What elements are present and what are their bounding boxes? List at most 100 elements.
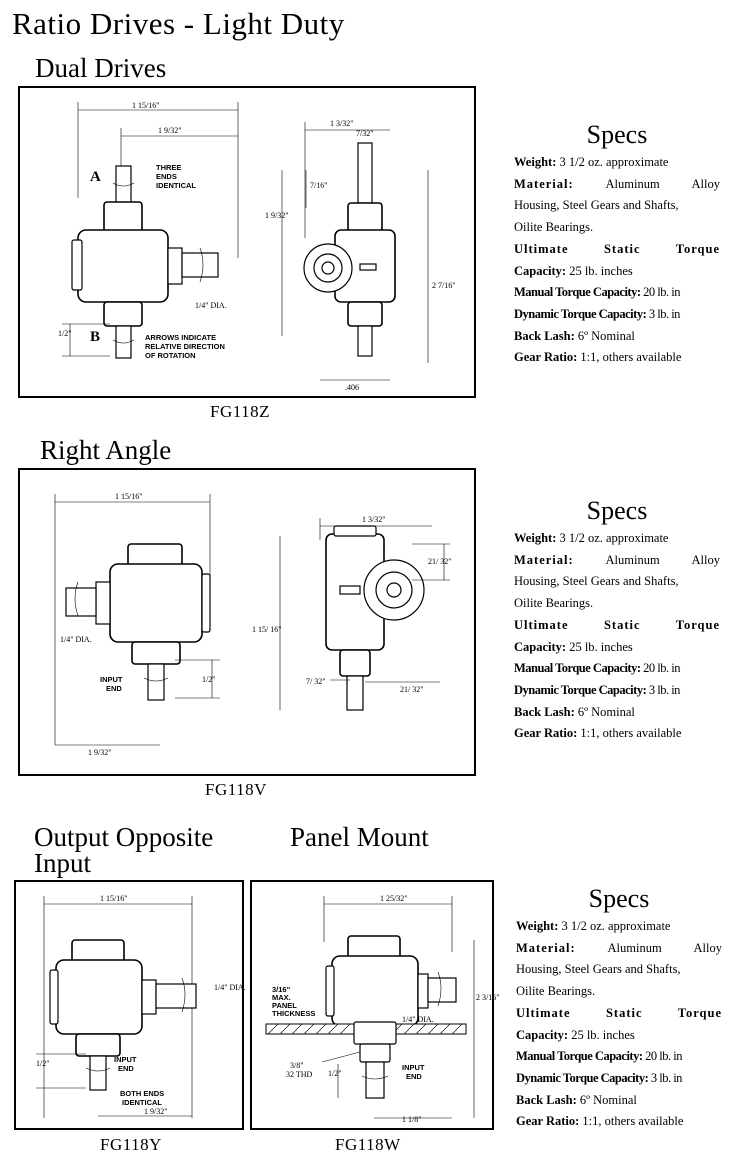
dim-side-732-ra: 7/ 32" xyxy=(306,677,326,686)
spec-dynamic: Dynamic Torque Capacity: 3 lb. in xyxy=(514,306,680,321)
spec-ultimate-ra: Ultimate Static Torque xyxy=(514,617,721,632)
spec-manual: Manual Torque Capacity: 20 lb. in xyxy=(514,285,680,300)
dim-bottom-ra: 1 9/32" xyxy=(88,748,112,757)
spec-backlash-oo: Back Lash: 6º Nominal xyxy=(516,1092,637,1107)
spec-material-3-ra: Oilite Bearings. xyxy=(514,596,594,611)
caption-dual: FG118Z xyxy=(210,402,270,421)
caption-output-opposite: FG118Y xyxy=(100,1135,162,1154)
dim-side-top: 1 3/32" xyxy=(330,119,354,128)
dim-thread-1-pm: 3/8" xyxy=(290,1061,304,1070)
spec-ultimate-oo: Ultimate Static Torque xyxy=(516,1005,723,1020)
panel-mount-drawing: 1 25/32" 2 3/16" 3/16" MAX. PANEL THICKN… xyxy=(265,894,500,1124)
spec-material: Material: Aluminum Alloy xyxy=(514,176,720,191)
note-input-1-pm: INPUT xyxy=(402,1063,425,1072)
spec-manual-oo: Manual Torque Capacity: 20 lb. in xyxy=(516,1049,682,1064)
drawing-panel-output-opposite: 1 15/16" 1/4" DIA. 1/2" INPUT END BOTH E… xyxy=(14,880,246,1130)
dim-half-pm: 1/2" xyxy=(328,1069,342,1078)
dim-side-left-ra: 1 15/ 16" xyxy=(252,625,282,634)
note-input-2-ra: END xyxy=(106,684,122,693)
note-three-2: ENDS xyxy=(156,172,177,181)
dim-overall-oo: 1 15/16" xyxy=(100,894,128,903)
caption-panel-mount: FG118W xyxy=(335,1135,401,1154)
spec-capacity-oo: Capacity: 25 lb. inches xyxy=(516,1027,635,1042)
dim-bottom-pm: 1 1/8" xyxy=(402,1115,422,1124)
dim-side-left: 1 9/32" xyxy=(265,211,289,220)
dim-side-bottom: .406 xyxy=(345,383,359,392)
spec-material-ra: Material: Aluminum Alloy xyxy=(514,552,720,567)
note-max-3-pm: PANEL xyxy=(272,1001,297,1010)
spec-ratio: Gear Ratio: 1:1, others available xyxy=(514,350,682,365)
dim-side-small: 7/32" xyxy=(356,129,374,138)
note-arrows-2: RELATIVE DIRECTION xyxy=(145,342,225,351)
dim-side-right: 2 7/16" xyxy=(432,281,456,290)
note-input-1-oo: INPUT xyxy=(114,1055,137,1064)
note-both-1-oo: BOTH ENDS xyxy=(120,1089,164,1098)
specs-block-dual: Specs Weight: 3 1/2 oz. approximate Mate… xyxy=(514,120,720,369)
note-both-2-oo: IDENTICAL xyxy=(122,1098,162,1107)
note-max-2-pm: MAX. xyxy=(272,993,291,1002)
section-title-panel-mount: Panel Mount xyxy=(290,822,429,852)
page-title: Ratio Drives - Light Duty xyxy=(12,6,345,41)
dim-side-2132-ra: 21/ 32" xyxy=(428,557,452,566)
drawing-panel-right-angle: 1 15/16" 1/4" DIA. INPUT END 1/2" 1 9/32… xyxy=(18,468,476,776)
dim-half: 1/2" xyxy=(58,329,72,338)
spec-material-oo: Material: Aluminum Alloy xyxy=(516,940,722,955)
spec-material-3: Oilite Bearings. xyxy=(514,220,594,235)
dim-top-pm: 1 25/32" xyxy=(380,894,408,903)
dual-drive-drawing: 1 15/16" 1 9/32" A B THREE ENDS IDENTICA… xyxy=(58,101,456,392)
spec-ratio-ra: Gear Ratio: 1:1, others available xyxy=(514,726,682,741)
note-arrows-1: ARROWS INDICATE xyxy=(145,333,216,342)
drawing-panel-dual-drives: 1 15/16" 1 9/32" A B THREE ENDS IDENTICA… xyxy=(18,86,476,398)
label-b: B xyxy=(90,329,100,345)
spec-ratio-oo: Gear Ratio: 1:1, others available xyxy=(516,1114,684,1129)
spec-weight-oo: Weight: 3 1/2 oz. approximate xyxy=(516,919,671,933)
spec-manual-ra: Manual Torque Capacity: 20 lb. in xyxy=(514,661,680,676)
caption-right-angle: FG118V xyxy=(205,780,267,799)
dim-side-716: 7/16" xyxy=(310,181,328,190)
spec-material-3-oo: Oilite Bearings. xyxy=(516,984,596,999)
dim-dia-pm: 1/4" DIA. xyxy=(402,1015,434,1024)
section-title-right-angle: Right Angle xyxy=(40,435,172,465)
note-input-2-oo: END xyxy=(118,1064,134,1073)
dim-shaft: 1 9/32" xyxy=(158,126,182,135)
note-input-2-pm: END xyxy=(406,1072,422,1081)
note-max-1-pm: 3/16" xyxy=(272,985,291,994)
spec-capacity-ra: Capacity: 25 lb. inches xyxy=(514,639,633,654)
note-three-3: IDENTICAL xyxy=(156,181,196,190)
specs-heading: Specs xyxy=(586,120,648,149)
drawing-panel-panel-mount: 1 25/32" 2 3/16" 3/16" MAX. PANEL THICKN… xyxy=(250,880,500,1130)
spec-ultimate: Ultimate Static Torque xyxy=(514,241,721,256)
spec-material-2-ra: Housing, Steel Gears and Shafts, xyxy=(514,574,679,589)
dim-thread-2-pm: 32 THD xyxy=(286,1070,313,1079)
spec-backlash: Back Lash: 6º Nominal xyxy=(514,328,635,343)
spec-dynamic-oo: Dynamic Torque Capacity: 3 lb. in xyxy=(516,1070,682,1085)
spec-dynamic-ra: Dynamic Torque Capacity: 3 lb. in xyxy=(514,682,680,697)
right-angle-drawing: 1 15/16" 1/4" DIA. INPUT END 1/2" 1 9/32… xyxy=(54,492,452,757)
spec-weight: Weight: 3 1/2 oz. approximate xyxy=(514,155,669,169)
note-three-1: THREE xyxy=(156,163,181,172)
note-max-4-pm: THICKNESS xyxy=(272,1009,315,1018)
spec-backlash-ra: Back Lash: 6º Nominal xyxy=(514,704,635,719)
note-input-1-ra: INPUT xyxy=(100,675,123,684)
spec-material-2: Housing, Steel Gears and Shafts, xyxy=(514,198,679,213)
dim-bottom-oo: 1 9/32" xyxy=(144,1107,168,1116)
dim-half-ra: 1/2" xyxy=(202,675,216,684)
dim-dia: 1/4" DIA. xyxy=(195,301,227,310)
dim-right-pm: 2 3/16" xyxy=(476,993,500,1002)
section-title-dual-drives: Dual Drives xyxy=(35,53,167,83)
output-opposite-drawing: 1 15/16" 1/4" DIA. 1/2" INPUT END BOTH E… xyxy=(36,894,246,1118)
dim-side-2132b-ra: 21/ 32" xyxy=(400,685,424,694)
specs-heading-ra: Specs xyxy=(586,496,648,525)
dim-side-top-ra: 1 3/32" xyxy=(362,515,386,524)
note-arrows-3: OF ROTATION xyxy=(145,351,196,360)
specs-block-right-angle: Specs Weight: 3 1/2 oz. approximate Mate… xyxy=(514,496,720,745)
label-a: A xyxy=(90,169,101,185)
section-title-output-opposite: Output Opposite Input xyxy=(34,822,214,877)
dim-overall-ra: 1 15/16" xyxy=(115,492,143,501)
dim-half-oo: 1/2" xyxy=(36,1059,50,1068)
section-title-output-opposite-line1: Output Opposite xyxy=(34,822,214,852)
dim-dia-oo: 1/4" DIA. xyxy=(214,983,246,992)
spec-capacity: Capacity: 25 lb. inches xyxy=(514,263,633,278)
spec-weight-ra: Weight: 3 1/2 oz. approximate xyxy=(514,531,669,545)
specs-heading-oo: Specs xyxy=(588,884,650,913)
